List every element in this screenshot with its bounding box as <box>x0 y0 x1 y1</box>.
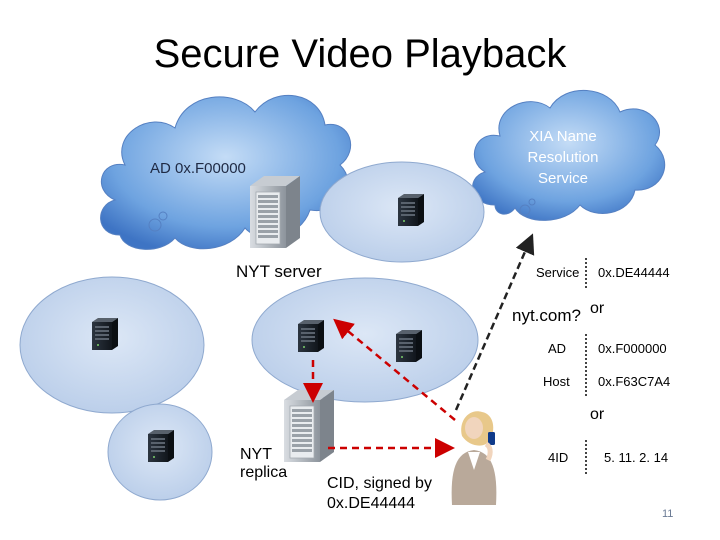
slide-title: Secure Video Playback <box>153 32 567 76</box>
cloud-right-label: XIA Name Resolution Service <box>508 126 618 189</box>
nyt-server-icon <box>249 175 301 249</box>
or-label-1: or <box>590 300 605 317</box>
server-icon <box>148 430 174 462</box>
cid-label: CID, signed by 0x.DE44444 <box>327 474 432 514</box>
cid-line-2: 0x.DE44444 <box>327 495 416 512</box>
fourid-key: 4ID <box>548 450 569 465</box>
arrow-client-to-name-resolution <box>454 233 535 411</box>
server-icon <box>92 318 118 350</box>
or-label-2: or <box>590 406 605 423</box>
cid-line-1: CID, signed by <box>327 475 432 492</box>
slide-number: 11 <box>662 508 674 520</box>
person-with-phone-icon <box>451 411 497 505</box>
query-label: nyt.com? <box>512 306 581 325</box>
cloud-right-line-2: Resolution <box>527 149 599 166</box>
host-key: Host <box>543 374 570 389</box>
nyt-replica-line-2: replica <box>240 464 288 481</box>
ad-value: 0x.F000000 <box>598 341 667 356</box>
cloud-right-line-3: Service <box>537 170 589 187</box>
nyt-replica-line-1: NYT <box>240 446 272 463</box>
service-key: Service <box>536 265 580 280</box>
resolver-server-icon <box>398 194 424 226</box>
nyt-replica-server-icon <box>283 389 335 463</box>
cloud-right-line-1: XIA Name <box>529 128 597 145</box>
router-server-icon <box>298 320 324 352</box>
nyt-replica-label: NYT replica <box>240 446 287 482</box>
network-ellipse-center <box>251 277 479 403</box>
arrow-client-to-router <box>333 318 456 421</box>
fourid-value: 5. 11. 2. 14 <box>604 450 669 465</box>
service-value: 0x.DE44444 <box>598 265 670 280</box>
cloud-right <box>472 89 666 221</box>
host-value: 0x.F63C7A4 <box>598 374 671 389</box>
ad-key: AD <box>548 341 567 356</box>
server-icon <box>396 330 422 362</box>
nyt-server-label: NYT server <box>236 262 322 281</box>
cloud-left-label: AD 0x.F00000 <box>150 160 246 177</box>
